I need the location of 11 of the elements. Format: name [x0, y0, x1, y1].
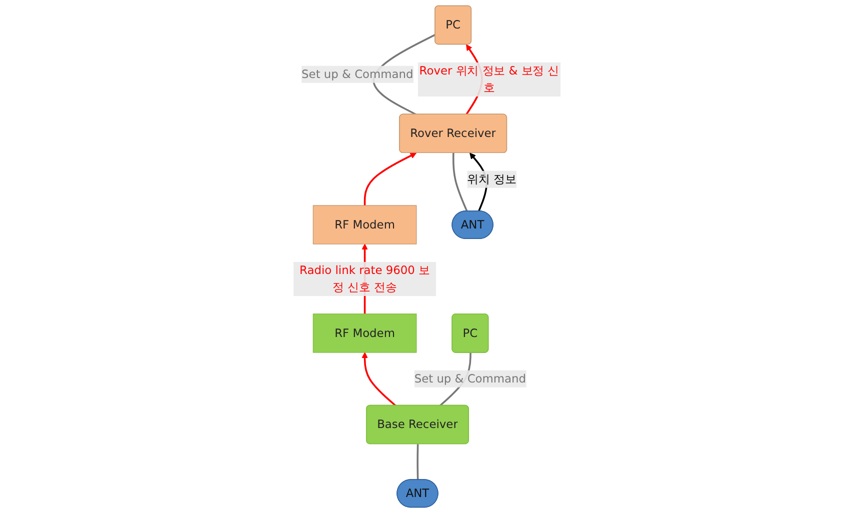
node-box: RF Modem [312, 314, 417, 353]
connector [416, 444, 419, 480]
connector [452, 153, 468, 212]
edge-label: 위치 정보 [467, 172, 517, 186]
edge-label: Set up & Command [414, 372, 526, 386]
arrow [364, 152, 416, 206]
arrow [362, 352, 396, 406]
edge-label: Set up & Command [302, 67, 414, 81]
edge-label: Rover 위치 정보 & 보정 신호 [419, 64, 560, 94]
node-box: RF Modem [312, 205, 417, 244]
edge-label: Radio link rate 9600 보정 신호 전송 [300, 263, 430, 294]
